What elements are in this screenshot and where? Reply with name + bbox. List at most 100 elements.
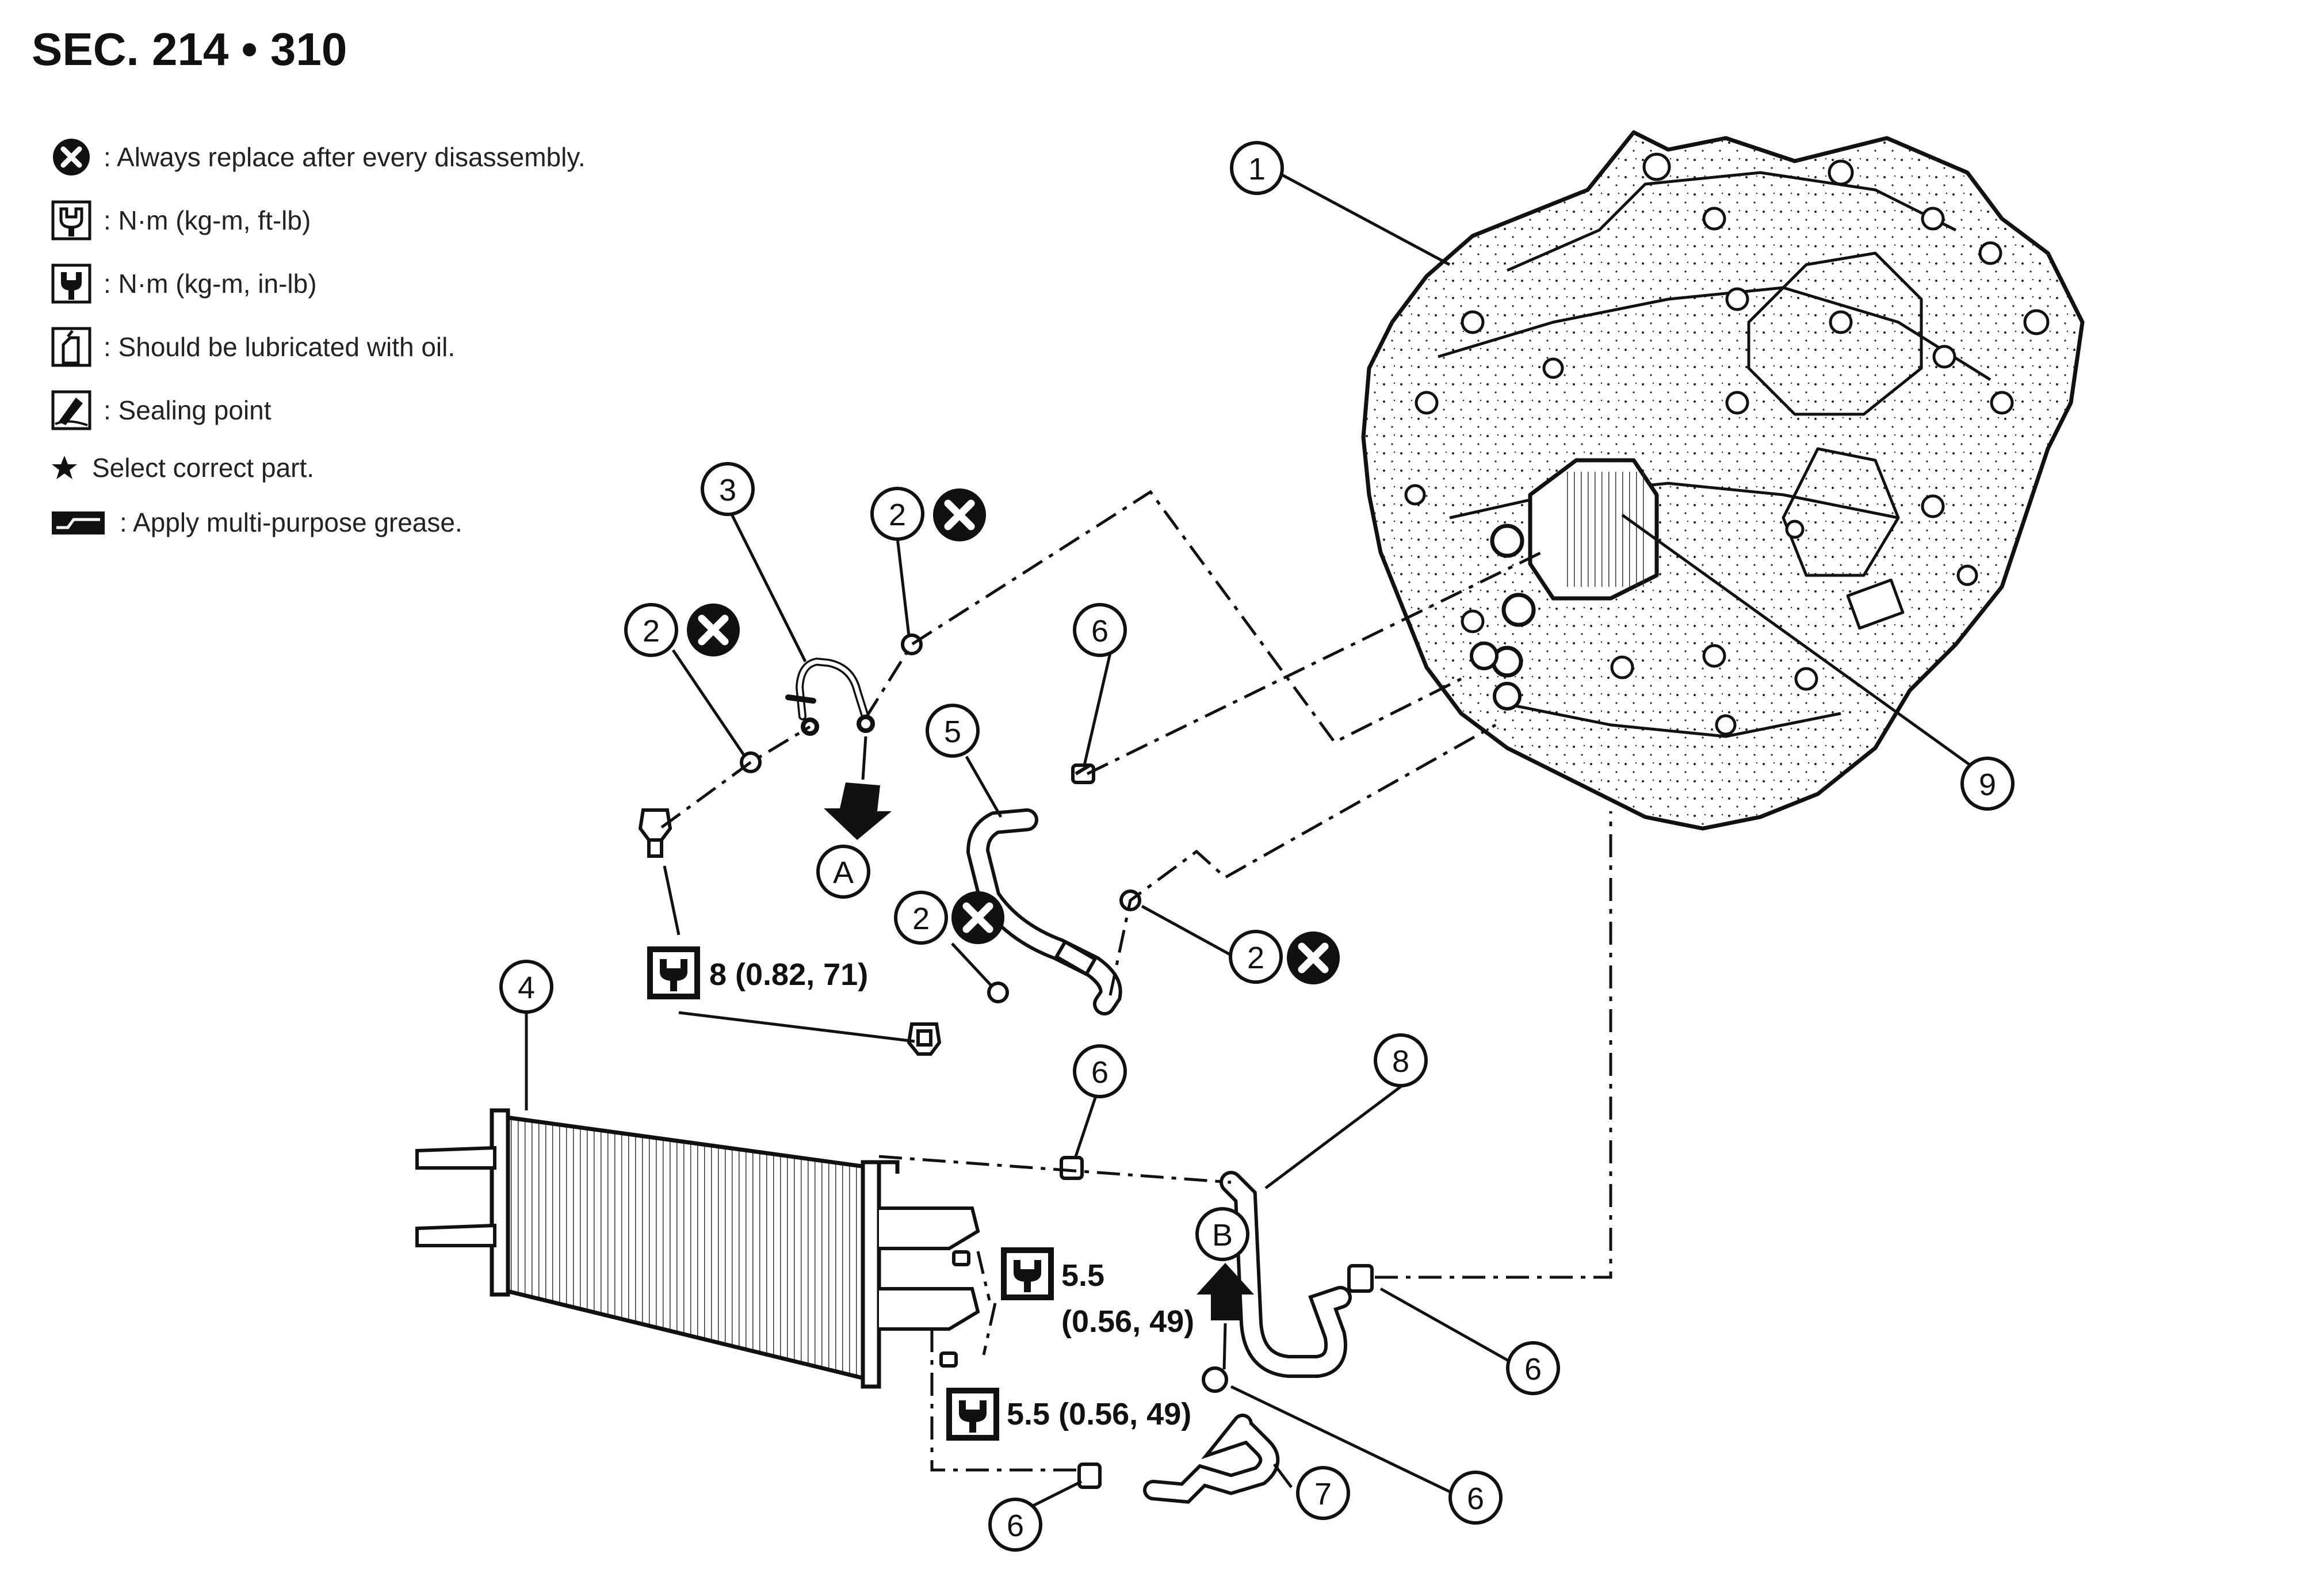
callout-label-2d: 2 bbox=[1247, 941, 1264, 975]
symbol-legend: : Always replace after every disassembly… bbox=[51, 125, 683, 551]
torque-value: (0.56, 49) bbox=[1061, 1304, 1194, 1339]
callout-label-3: 3 bbox=[719, 473, 736, 507]
replace-icon bbox=[687, 604, 740, 656]
callout-label-6a: 6 bbox=[1091, 614, 1109, 648]
legend-row-grease: : Apply multi-purpose grease. bbox=[51, 494, 683, 551]
callout-6a bbox=[1073, 603, 1127, 657]
callout-label-5: 5 bbox=[944, 715, 961, 749]
arrow-to-a bbox=[824, 736, 892, 840]
callout-label-a: A bbox=[833, 856, 854, 890]
callout-9 bbox=[1960, 757, 2015, 811]
callout-bubbles bbox=[499, 141, 2015, 1552]
callout-label-2b: 2 bbox=[643, 614, 660, 648]
callout-label-4: 4 bbox=[518, 971, 535, 1005]
torque-value: 8 (0.82, 71) bbox=[709, 957, 868, 992]
oil-cooler-fluid-cooler bbox=[1490, 458, 1659, 678]
section-title: SEC. 214 • 310 bbox=[32, 24, 347, 75]
torque-nm-kgm-inlb-icon bbox=[946, 1388, 999, 1441]
callout-label-2c: 2 bbox=[912, 902, 930, 936]
bolt-d bbox=[939, 1351, 958, 1368]
callout-labels: 1 3 2 2 6 5 9 A 2 2 4 6 8 B 6 6 7 6 bbox=[518, 152, 1996, 1543]
callout-6d bbox=[1448, 1471, 1503, 1525]
callout-5 bbox=[926, 704, 980, 758]
torque-nm-kgm-inlb-icon bbox=[51, 261, 104, 307]
sealing-point-icon bbox=[51, 387, 104, 433]
replace-icon bbox=[951, 891, 1004, 944]
callout-8 bbox=[1374, 1033, 1428, 1087]
callout-label-7: 7 bbox=[1314, 1477, 1332, 1511]
assembly-lines bbox=[660, 490, 1612, 1472]
copper-washer-2d bbox=[987, 982, 1009, 1003]
callout-label-2a: 2 bbox=[889, 498, 906, 532]
clamp-6b bbox=[1060, 1156, 1084, 1180]
clamp-6e bbox=[1077, 1463, 1102, 1489]
callout-2a bbox=[870, 487, 924, 541]
replace-icon bbox=[1287, 931, 1340, 984]
oil-can-icon bbox=[51, 324, 104, 370]
legend-text: : N·m (kg-m, in-lb) bbox=[104, 269, 317, 299]
hardware bbox=[638, 633, 1374, 1489]
fluid-cooler-hose-7 bbox=[1143, 1414, 1280, 1504]
torque-spec-2: 5.5 (0.56, 49) bbox=[1001, 1247, 1194, 1339]
legend-text: Select correct part. bbox=[92, 453, 315, 483]
transaxle-assembly bbox=[1361, 130, 2085, 831]
callout-label-6d: 6 bbox=[1467, 1481, 1484, 1516]
fluid-cooler-hose-8 bbox=[1220, 1171, 1352, 1378]
banjo-bolt-a bbox=[638, 808, 672, 858]
callout-1 bbox=[1230, 141, 1284, 195]
callout-b bbox=[1195, 1207, 1249, 1261]
legend-row-oil: : Should be lubricated with oil. bbox=[51, 315, 683, 379]
callout-label-9: 9 bbox=[1979, 768, 1996, 802]
torque-spec-3: 5.5 (0.56, 49) bbox=[946, 1388, 1191, 1441]
legend-row-replace: : Always replace after every disassembly… bbox=[51, 125, 683, 189]
callout-2b bbox=[624, 603, 678, 657]
callout-6b bbox=[1073, 1044, 1127, 1098]
legend-row-select-part: Select correct part. bbox=[51, 442, 683, 494]
fluid-cooler-hose-5 bbox=[966, 808, 1122, 1015]
clamp-6d bbox=[1202, 1366, 1228, 1393]
torque-nm-kgm-inlb-icon bbox=[647, 946, 700, 999]
bolt-c bbox=[952, 1250, 970, 1266]
copper-washer-2a bbox=[901, 633, 923, 655]
callout-label-1: 1 bbox=[1248, 152, 1266, 186]
callout-2d bbox=[1229, 930, 1283, 984]
clamp-6a bbox=[1071, 763, 1095, 784]
legend-text: : N·m (kg-m, ft-lb) bbox=[104, 205, 311, 235]
legend-row-sealing: : Sealing point bbox=[51, 379, 683, 442]
callout-6c bbox=[1506, 1341, 1560, 1395]
callout-2c bbox=[894, 891, 948, 945]
torque-nm-kgm-inlb-icon bbox=[1001, 1247, 1054, 1300]
replace-icon bbox=[933, 488, 986, 541]
legend-row-torque-inlb: : N·m (kg-m, in-lb) bbox=[51, 252, 683, 315]
callout-4 bbox=[499, 960, 553, 1014]
arrow-from-b bbox=[1197, 1263, 1254, 1370]
torque-nm-kgm-ftlb-icon bbox=[51, 197, 104, 243]
banjo-bolt-b bbox=[907, 1022, 942, 1056]
callout-7 bbox=[1296, 1466, 1350, 1520]
legend-text: : Sealing point bbox=[104, 395, 272, 425]
callout-a bbox=[816, 845, 870, 899]
clamp-6c bbox=[1347, 1264, 1374, 1293]
legend-row-torque-ftlb: : N·m (kg-m, ft-lb) bbox=[51, 189, 683, 252]
legend-text: : Always replace after every disassembly… bbox=[104, 142, 586, 172]
torque-value: 5.5 (0.56, 49) bbox=[1007, 1397, 1191, 1431]
replace-symbols bbox=[687, 488, 1340, 984]
callout-label-6c: 6 bbox=[1524, 1352, 1542, 1387]
torque-spec-1: 8 (0.82, 71) bbox=[647, 946, 868, 999]
grease-icon bbox=[51, 499, 120, 545]
callout-3 bbox=[701, 462, 755, 516]
callout-label-8: 8 bbox=[1392, 1044, 1409, 1079]
fluid-cooler-pipe-3 bbox=[785, 657, 875, 736]
torque-value: 5.5 bbox=[1061, 1258, 1104, 1293]
legend-text: : Should be lubricated with oil. bbox=[104, 332, 456, 362]
callout-label-6b: 6 bbox=[1091, 1055, 1109, 1090]
callout-label-b: B bbox=[1212, 1218, 1233, 1253]
star-icon bbox=[51, 445, 92, 491]
legend-text: : Apply multi-purpose grease. bbox=[120, 507, 462, 537]
fluid-cooler-radiator-4 bbox=[415, 1108, 980, 1389]
callout-6e bbox=[988, 1498, 1042, 1552]
callout-label-6e: 6 bbox=[1007, 1509, 1024, 1543]
leader-lines bbox=[525, 168, 1992, 1512]
